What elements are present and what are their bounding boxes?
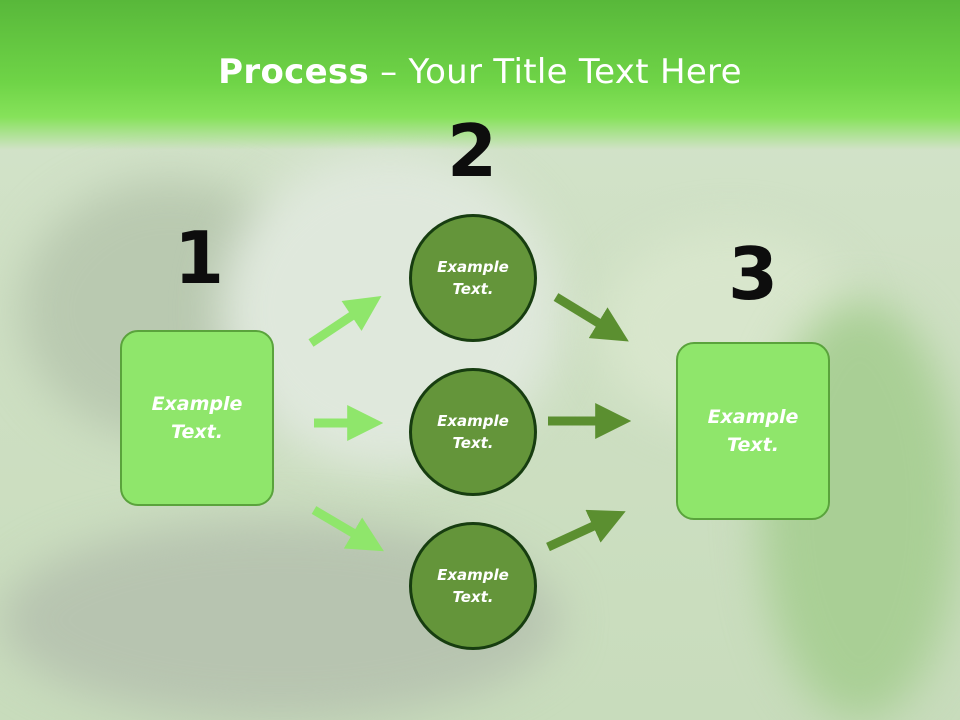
step-2-circle-bottom[interactable]: Example Text. <box>409 522 537 650</box>
arrow-to-circle-top <box>308 296 382 347</box>
step-1-box[interactable]: Example Text. <box>120 330 274 506</box>
step-number-3: 3 <box>727 232 779 316</box>
arrow-from-circle-top <box>553 293 629 342</box>
step-2-circle-middle[interactable]: Example Text. <box>409 368 537 496</box>
circle-middle-label: Example Text. <box>437 411 509 453</box>
title-bold: Process <box>218 52 370 92</box>
circle-bottom-label: Example Text. <box>437 565 509 607</box>
step-3-label: Example Text. <box>707 405 799 457</box>
step-number-2: 2 <box>446 109 498 193</box>
arrow-to-circle-bottom <box>311 506 384 552</box>
arrow-from-circle-bottom <box>546 509 626 552</box>
circle-top-label: Example Text. <box>437 257 509 299</box>
title-rest: – Your Title Text Here <box>369 52 742 92</box>
step-2-circle-top[interactable]: Example Text. <box>409 214 537 342</box>
step-3-box[interactable]: Example Text. <box>676 342 830 520</box>
step-number-1: 1 <box>173 216 225 300</box>
page-title: Process – Your Title Text Here <box>0 52 960 92</box>
title-band <box>0 0 960 150</box>
step-1-label: Example Text. <box>151 392 243 444</box>
